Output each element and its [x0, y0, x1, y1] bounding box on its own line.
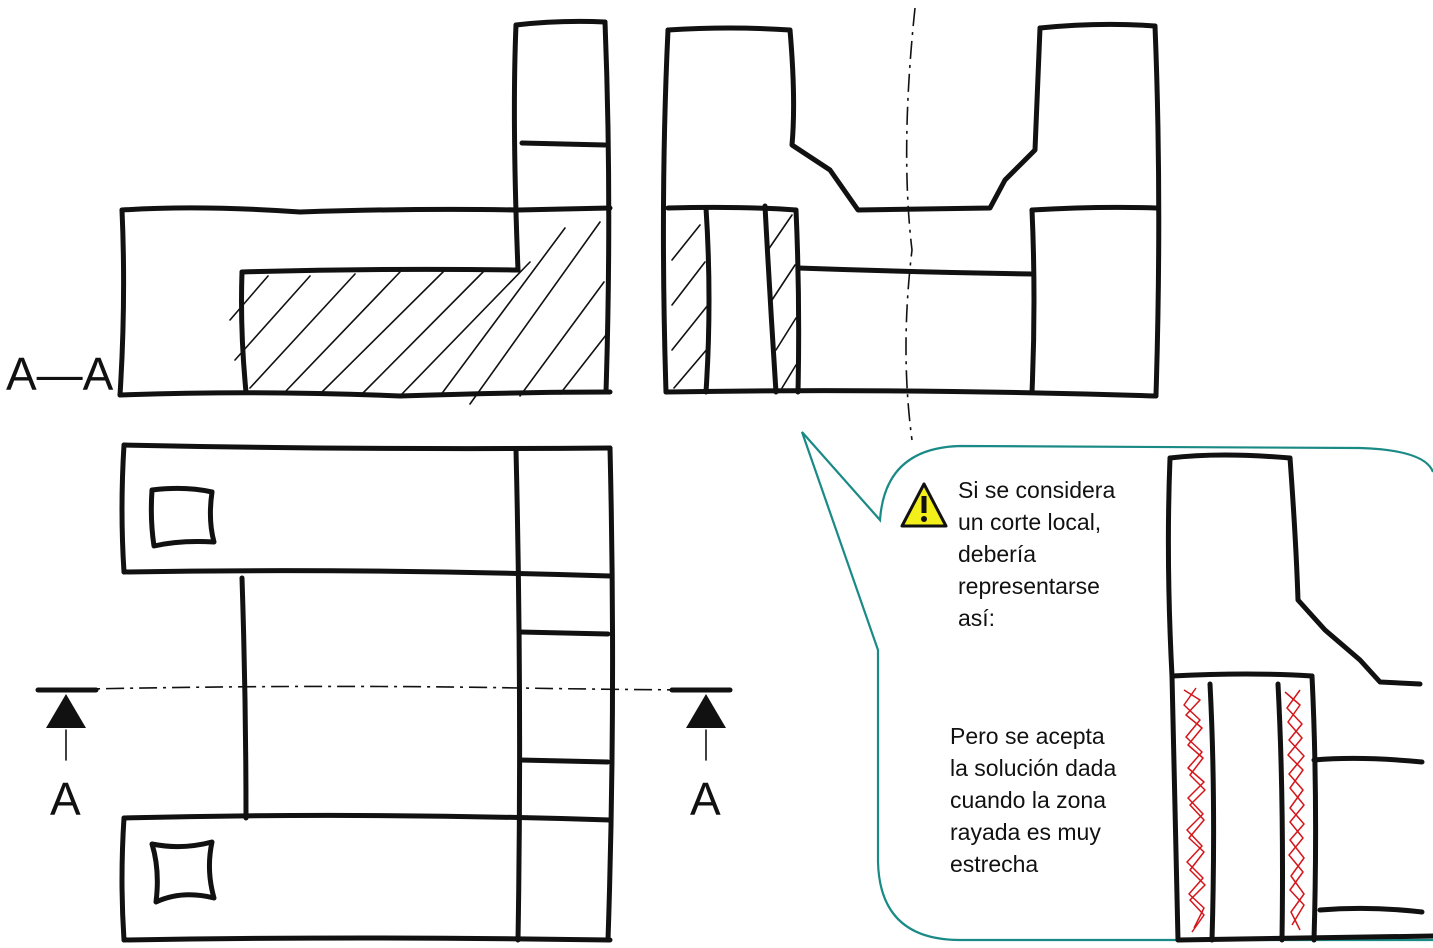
callout-note-line: Pero se acepta [950, 723, 1105, 749]
section-label: A—A [6, 348, 114, 400]
warning-icon [900, 482, 948, 528]
plan-view [35, 442, 733, 943]
hatch-left [229, 221, 607, 405]
callout-bubble [800, 431, 1433, 943]
symmetry-axis-vertical [905, 7, 916, 441]
callout-border [800, 431, 1433, 942]
cut-plane-line [39, 685, 731, 691]
callout-line: un corte local, [958, 509, 1102, 535]
cut-mark-right: A [690, 773, 721, 825]
hole-top [148, 485, 217, 549]
hole-bottom [149, 839, 217, 905]
callout-note: Pero se acepta la solución dada cuando l… [950, 720, 1116, 880]
cut-arrow-right-icon [686, 694, 726, 728]
callout-line: Si se considera [958, 477, 1116, 503]
section-view-left [117, 18, 613, 405]
hatch-right [671, 214, 797, 389]
callout-note-line: estrecha [950, 851, 1039, 877]
callout-note-line: la solución dada [950, 755, 1117, 781]
callout-detail-sketch [1165, 452, 1433, 943]
cut-mark-left: A [50, 773, 81, 825]
callout-note-line: rayada es muy [950, 819, 1101, 845]
callout-note-line: cuando la zona [950, 787, 1107, 813]
front-view-right [660, 7, 1162, 441]
callout-line: debería [958, 541, 1037, 567]
callout-text: Si se considera un corte local, debería … [958, 474, 1115, 634]
cut-arrow-left-icon [46, 694, 86, 728]
callout-line: representarse [958, 573, 1100, 599]
callout-line: así: [958, 605, 996, 631]
